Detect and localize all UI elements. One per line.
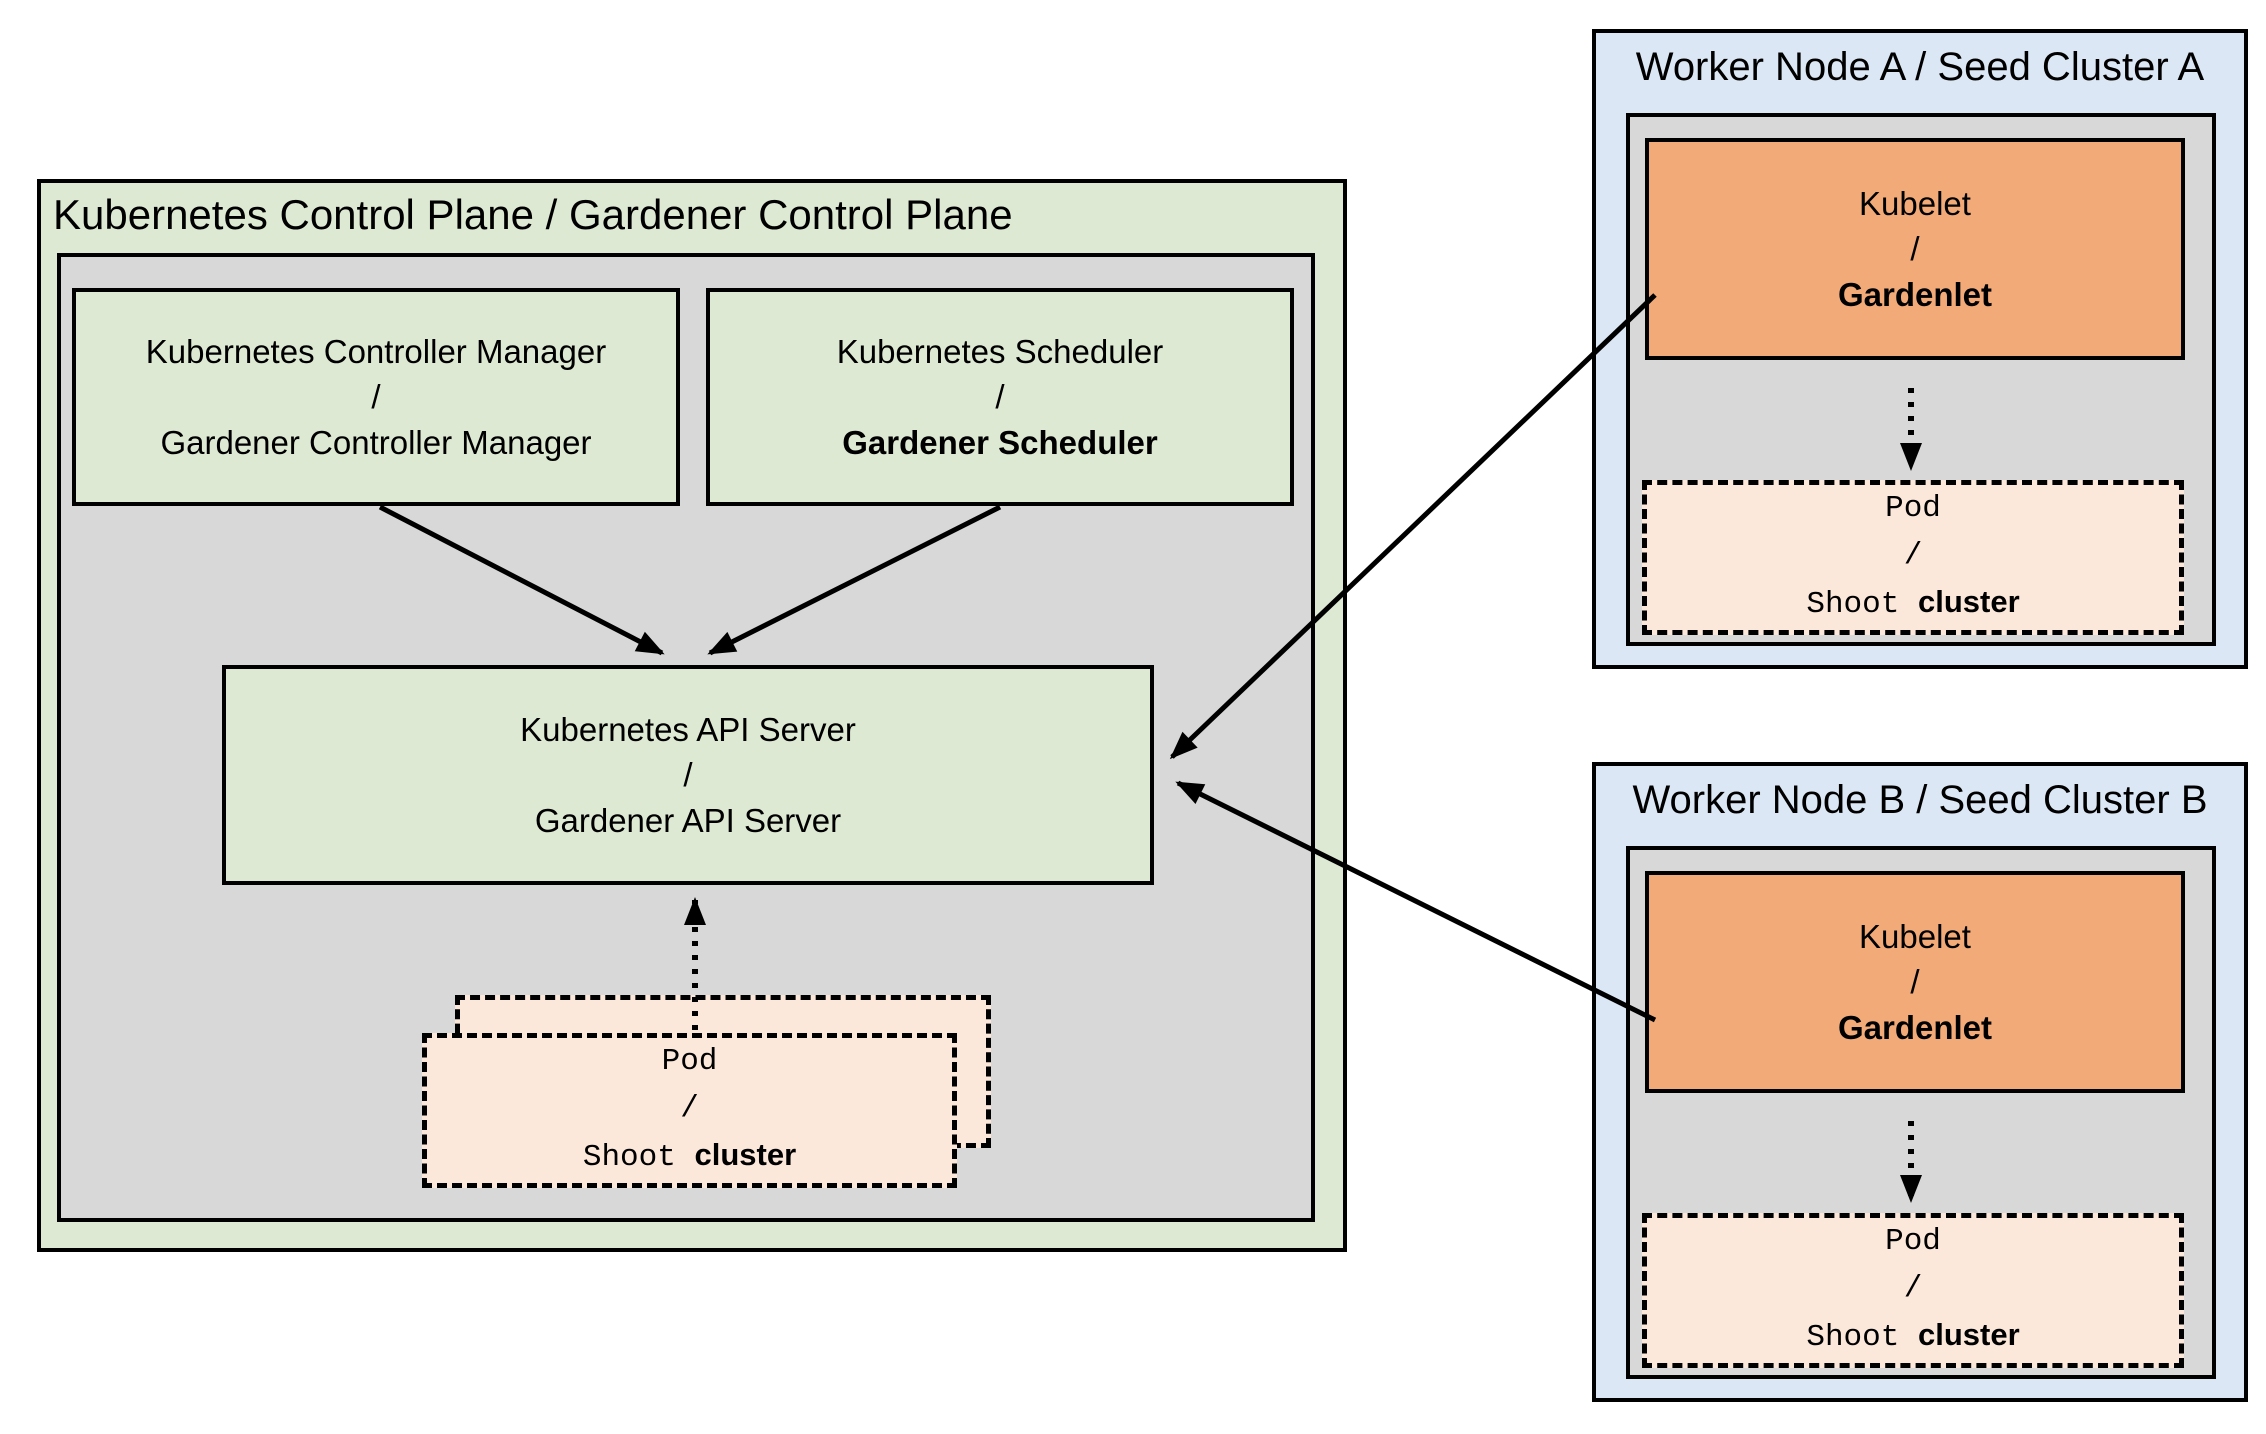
controller-manager-line2: Gardener Controller Manager: [160, 423, 592, 461]
pod-line1: Pod: [1885, 1224, 1941, 1260]
control-plane-title: Kubernetes Control Plane / Gardener Cont…: [53, 191, 1013, 238]
worker-node-b-title: Worker Node B / Seed Cluster B: [1632, 778, 2208, 822]
worker-b-kubelet-box: Kubelet / Gardenlet: [1645, 871, 2185, 1093]
pod-line2: Shoot cluster: [583, 1132, 796, 1182]
api-server-separator: /: [683, 756, 693, 794]
control-plane-box: Kubernetes Control Plane / Gardener Cont…: [37, 179, 1347, 1252]
worker-a-pod-shoot-box: Pod / Shoot cluster: [1642, 480, 2184, 635]
pod-shoot-label: Shoot: [1806, 587, 1900, 623]
controller-manager-line1: Kubernetes Controller Manager: [145, 332, 607, 370]
control-plane-inner-panel: Kubernetes Controller Manager / Gardener…: [57, 253, 1315, 1222]
scheduler-line2: Gardener Scheduler: [842, 423, 1158, 461]
api-server-box: Kubernetes API Server / Gardener API Ser…: [222, 665, 1154, 885]
worker-b-kubelet-separator: /: [1910, 963, 1920, 1001]
worker-node-a-box: Worker Node A / Seed Cluster A Kubelet /…: [1592, 29, 2248, 669]
worker-b-kubelet-line2: Gardenlet: [1837, 1008, 1993, 1046]
pod-separator: /: [1903, 1270, 1923, 1306]
pod-cluster-label: cluster: [1917, 584, 2020, 620]
worker-node-b-inner-panel: Kubelet / Gardenlet Pod / Shoot cluster: [1626, 846, 2216, 1379]
api-server-line2: Gardener API Server: [534, 801, 842, 839]
worker-node-b-box: Worker Node B / Seed Cluster B Kubelet /…: [1592, 762, 2248, 1402]
worker-a-kubelet-line2: Gardenlet: [1837, 275, 1993, 313]
controller-manager-separator: /: [371, 378, 381, 416]
pod-line1: Pod: [661, 1044, 718, 1080]
worker-a-kubelet-line1: Kubelet: [1859, 184, 1971, 222]
worker-b-kubelet-line1: Kubelet: [1859, 917, 1971, 955]
pod-cluster-label: cluster: [694, 1137, 797, 1173]
pod-shoot-box-front: Pod / Shoot cluster: [422, 1033, 957, 1188]
pod-cluster-label: cluster: [1917, 1317, 2020, 1353]
pod-shoot-label: Shoot: [582, 1140, 676, 1176]
controller-manager-box: Kubernetes Controller Manager / Gardener…: [72, 288, 680, 506]
pod-line2: Shoot cluster: [1806, 579, 2019, 629]
scheduler-box: Kubernetes Scheduler / Gardener Schedule…: [706, 288, 1294, 506]
worker-a-kubelet-separator: /: [1910, 230, 1920, 268]
pod-line1: Pod: [1885, 491, 1941, 527]
pod-separator: /: [680, 1090, 699, 1126]
scheduler-separator: /: [995, 378, 1005, 416]
worker-b-pod-shoot-box: Pod / Shoot cluster: [1642, 1213, 2184, 1368]
worker-node-a-title: Worker Node A / Seed Cluster A: [1635, 45, 2205, 89]
pod-shoot-label: Shoot: [1806, 1320, 1900, 1356]
worker-node-a-inner-panel: Kubelet / Gardenlet Pod / Shoot cluster: [1626, 113, 2216, 646]
api-server-line1: Kubernetes API Server: [520, 710, 856, 748]
pod-separator: /: [1903, 537, 1923, 573]
worker-a-kubelet-box: Kubelet / Gardenlet: [1645, 138, 2185, 360]
pod-line2: Shoot cluster: [1806, 1312, 2019, 1362]
scheduler-line1: Kubernetes Scheduler: [836, 332, 1164, 370]
